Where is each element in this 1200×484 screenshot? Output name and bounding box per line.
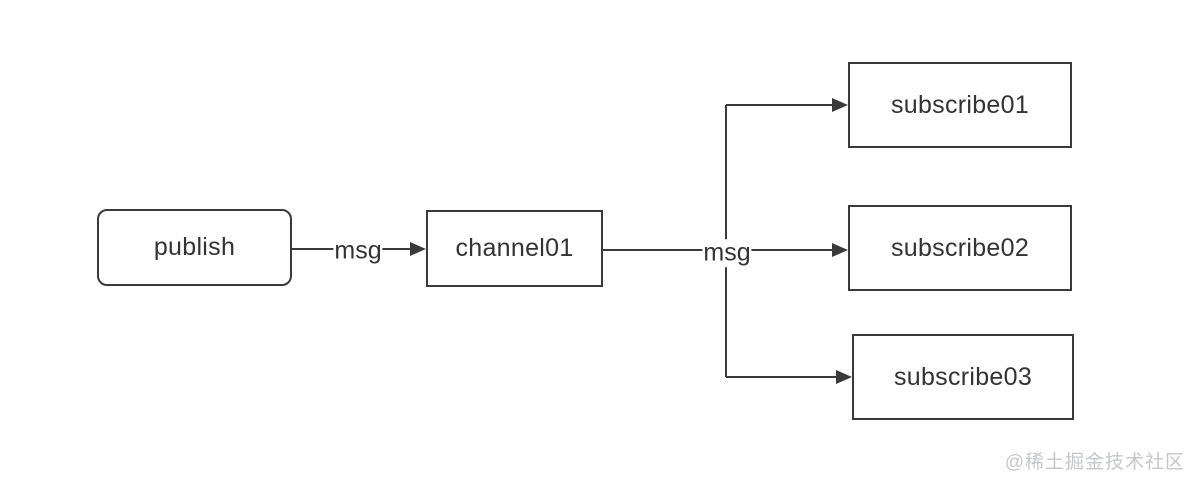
arrowhead-icon <box>410 242 426 256</box>
channel01-node-label: channel01 <box>455 234 574 262</box>
publish-node: publish <box>97 209 292 286</box>
publish-node-label: publish <box>153 233 236 261</box>
msg-edge-label-fanout: msg <box>702 238 752 267</box>
subscribe02-node-label: subscribe02 <box>890 233 1030 262</box>
arrowhead-icon <box>832 243 848 257</box>
msg-edge-label-publish: msg <box>333 236 383 265</box>
subscribe01-node-label: subscribe01 <box>890 90 1030 119</box>
watermark-text: @稀土掘金技术社区 <box>1004 452 1185 473</box>
arrowhead-icon <box>832 98 848 112</box>
subscribe01-node: subscribe01 <box>848 62 1072 148</box>
subscribe03-node-label: subscribe03 <box>893 362 1033 391</box>
subscribe03-node: subscribe03 <box>852 334 1074 420</box>
channel01-node: channel01 <box>426 210 603 287</box>
arrowhead-icon <box>836 370 852 384</box>
subscribe02-node: subscribe02 <box>848 205 1072 291</box>
